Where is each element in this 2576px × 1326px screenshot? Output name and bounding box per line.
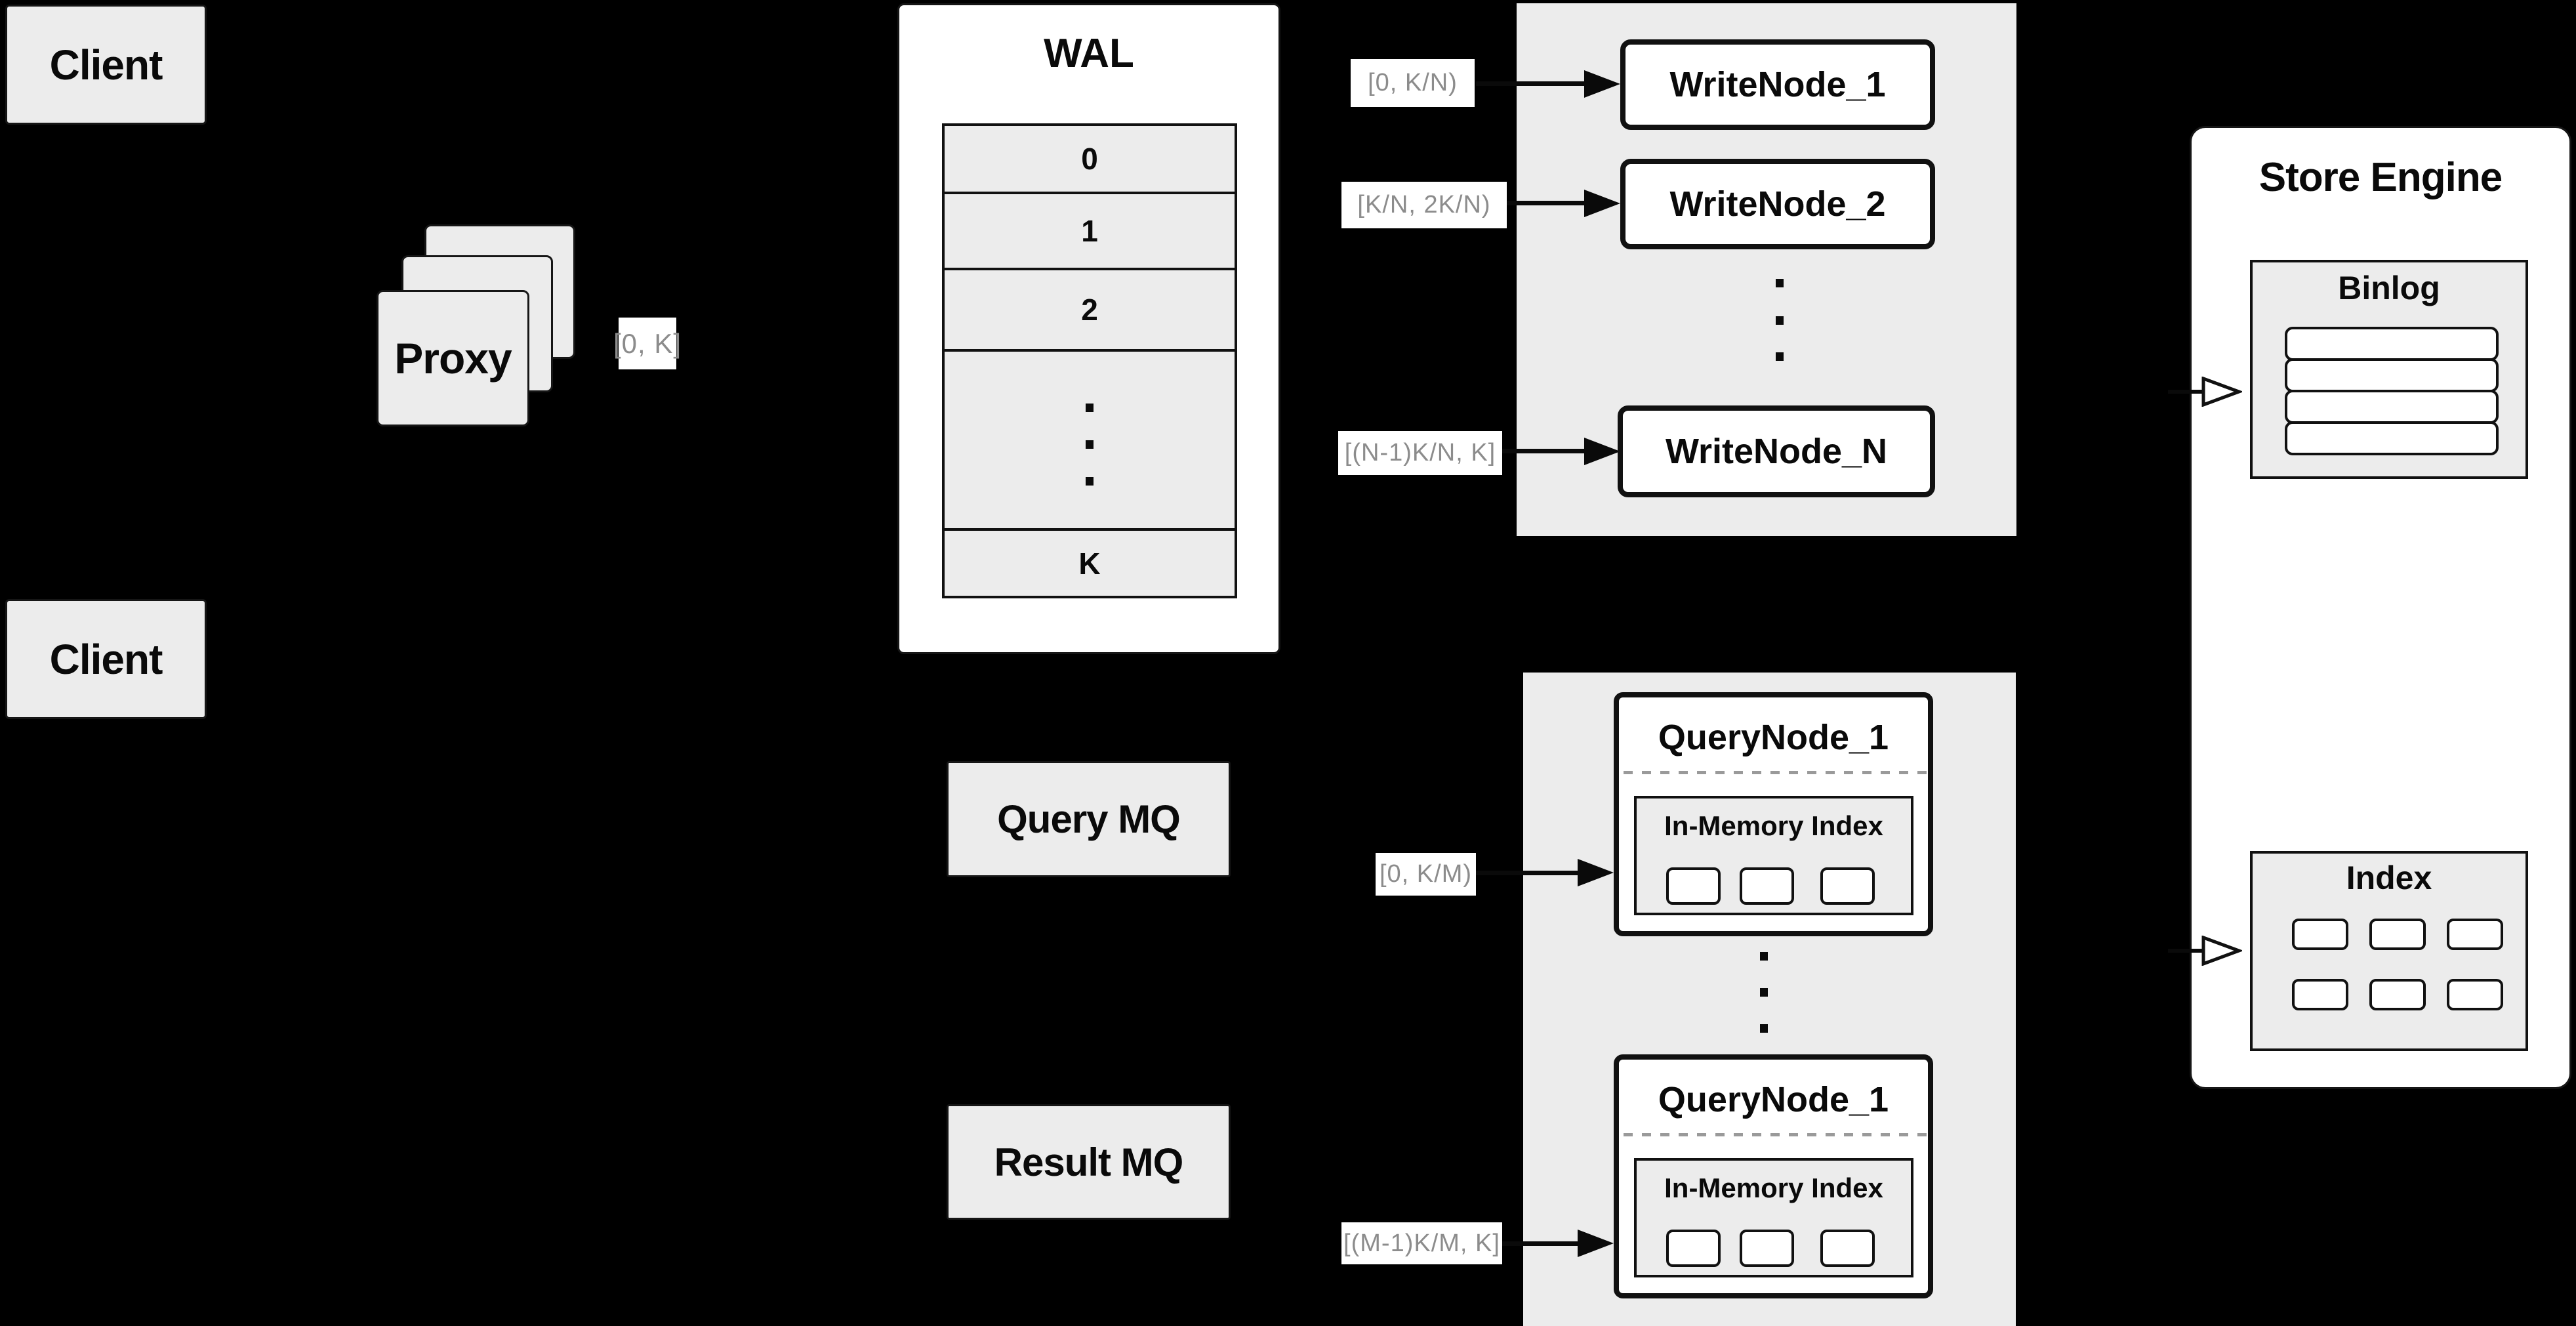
- index-segment-cell: [1740, 1230, 1794, 1267]
- write-ellipsis-dot: [1776, 316, 1784, 325]
- arrow-line-querynode-1: [1476, 871, 1580, 875]
- wal-row-k: K: [942, 528, 1237, 598]
- binlog-slat: [2285, 421, 2499, 455]
- querynode-top-title: QueryNode_1: [1658, 718, 1889, 757]
- querynode-top-divider: [1624, 771, 1927, 774]
- query-ellipsis-dot: [1760, 1024, 1768, 1033]
- wal-ellipsis-dot: [1086, 404, 1094, 412]
- query-ellipsis-dot: [1760, 988, 1768, 997]
- arrow-head-writenode-n: [1584, 438, 1620, 465]
- in-memory-index-bottom-title: In-Memory Index: [1664, 1172, 1883, 1203]
- arrow-head-writenode-1: [1584, 70, 1620, 98]
- store-engine-title: Store Engine: [2259, 155, 2503, 200]
- wal-title: WAL: [1044, 31, 1134, 76]
- proxy-range-label: [0, K]: [613, 318, 681, 369]
- binlog-slat: [2285, 358, 2499, 392]
- index-segment-cell: [1820, 1230, 1875, 1267]
- store-index-cell: [2369, 919, 2426, 950]
- store-index-cell: [2292, 979, 2348, 1010]
- arrow-head-querynode-1: [1578, 859, 1614, 886]
- wal-row-1: 1: [942, 192, 1237, 270]
- query-range-label-m: [(M-1)K/M, K]: [1341, 1222, 1502, 1264]
- query-ellipsis-dot: [1760, 952, 1768, 961]
- store-index-cell: [2369, 979, 2426, 1010]
- query-range-label-1: [0, K/M): [1376, 853, 1476, 896]
- arrow-head-writenode-2: [1584, 190, 1620, 217]
- wal-row-ellipsis: [942, 349, 1237, 531]
- arrow-line-writenode-n: [1502, 449, 1586, 453]
- wal-ellipsis-dot: [1086, 477, 1094, 486]
- store-index-cell: [2292, 919, 2348, 950]
- store-index-title: Index: [2346, 860, 2432, 896]
- arrow-line-binlog: [2168, 390, 2206, 394]
- index-segment-cell: [1820, 867, 1875, 905]
- arrow-head-querynode-m: [1578, 1230, 1614, 1257]
- hollow-arrow-index: [2201, 936, 2242, 966]
- arrow-line-querynode-m: [1502, 1241, 1580, 1246]
- wal-row-2: 2: [942, 268, 1237, 352]
- query-mq-box: Query MQ: [947, 761, 1231, 877]
- write-ellipsis-dot: [1776, 352, 1784, 361]
- proxy-box-front: Proxy: [377, 290, 529, 426]
- querynode-bottom-title: QueryNode_1: [1658, 1080, 1889, 1119]
- wal-ellipsis-dot: [1086, 440, 1094, 449]
- index-segment-cell: [1740, 867, 1794, 905]
- hollow-arrow-binlog: [2201, 377, 2242, 407]
- in-memory-index-top-title: In-Memory Index: [1664, 810, 1883, 841]
- wal-row-0: 0: [942, 123, 1237, 194]
- write-ellipsis-dot: [1776, 279, 1784, 287]
- writenode-1-box: WriteNode_1: [1620, 39, 1935, 130]
- binlog-title: Binlog: [2338, 270, 2440, 306]
- writenode-n-box: WriteNode_N: [1618, 405, 1935, 497]
- store-index-cell: [2447, 979, 2503, 1010]
- store-index-box: Index: [2250, 851, 2528, 1051]
- write-range-label-1: [0, K/N): [1351, 59, 1475, 107]
- client-box-bottom: Client: [5, 599, 207, 719]
- index-segment-cell: [1666, 867, 1721, 905]
- arrow-line-writenode-2: [1507, 201, 1586, 205]
- result-mq-box: Result MQ: [947, 1104, 1231, 1220]
- store-index-cell: [2447, 919, 2503, 950]
- index-segment-cell: [1666, 1230, 1721, 1267]
- arrow-line-index: [2168, 949, 2206, 953]
- querynode-bottom-divider: [1624, 1133, 1927, 1136]
- writenode-2-box: WriteNode_2: [1620, 159, 1935, 249]
- write-range-label-n: [(N-1)K/N, K]: [1338, 431, 1502, 475]
- write-range-label-2: [K/N, 2K/N): [1341, 182, 1507, 228]
- client-box-top: Client: [5, 5, 207, 125]
- binlog-slat: [2285, 390, 2499, 424]
- binlog-slat: [2285, 327, 2499, 361]
- arrow-line-writenode-1: [1476, 81, 1586, 86]
